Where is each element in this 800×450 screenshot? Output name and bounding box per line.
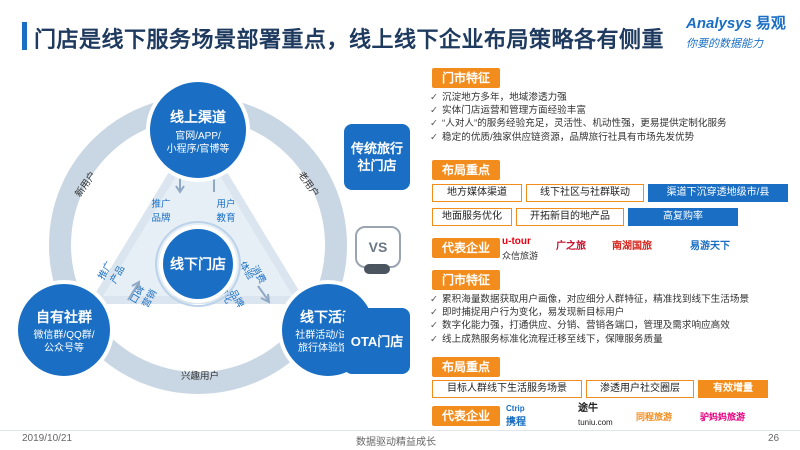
check-icon: ✓: [430, 320, 439, 332]
ota-feature-item: ✓数字化能力强，打通供应、分销、营销各端口，管理及需求响应高效: [430, 320, 730, 332]
check-icon: ✓: [430, 92, 439, 103]
gamepad-icon: [364, 264, 390, 274]
tongcheng-logo: 同程旅游: [636, 412, 673, 422]
ota-feature-tag: 门市特征: [432, 270, 501, 290]
trad-feature-item: ✓稳定的优质/独家供应链资源，品牌旅行社具有市场先发优势: [430, 131, 695, 143]
trad-rep-tag: 代表企业: [432, 238, 501, 258]
logo-cn-text: 易观: [755, 15, 786, 32]
ota-layout-step: 渗透用户社交圈层: [586, 380, 694, 398]
arrow-left: [127, 280, 140, 301]
trad-layout-step: 开拓新目的地产品: [516, 208, 624, 226]
center-node: [159, 225, 237, 303]
node-events-title: 线下活动: [300, 309, 356, 325]
node-online-sub-2: 小程序/官博等: [167, 142, 230, 155]
trad-layout-step: 线下社区与社群联动: [526, 184, 644, 202]
check-icon: ✓: [430, 333, 439, 345]
footer-date: 2019/10/21: [22, 433, 73, 444]
yiyou-logo: 易游天下: [690, 241, 730, 252]
ota-feature-list: ✓累积海量数据获取用户画像，对应细分人群特征，精准找到线下生活场景 ✓即时捕捉用…: [430, 293, 796, 346]
node-community-sub-2: 公众号等: [44, 341, 84, 354]
footer-slogan: 数据驱动精益成长: [356, 437, 436, 448]
traditional-label-line1: 传统旅行: [350, 141, 403, 156]
check-icon: ✓: [430, 131, 439, 143]
node-online-sub-1: 官网/APP/: [175, 129, 221, 142]
trad-feature-list: ✓沉淀地方多年，地域渗透力强 ✓实体门店运营和管理方面经验丰富 ✓“人对人”的服…: [430, 91, 796, 144]
trad-feature-item: ✓实体门店运营和管理方面经验丰富: [430, 105, 586, 117]
ota-feature-item: ✓累积海量数据获取用户画像，对应细分人群特征，精准找到线下生活场景: [430, 294, 750, 305]
lvmama-logo: 驴妈妈旅游: [700, 412, 746, 422]
node-online-title: 线上渠道: [170, 109, 226, 125]
ota-layout-step: 有效增量: [698, 380, 768, 398]
trad-layout-step: 地面服务优化: [432, 208, 512, 226]
node-community-sub-1: 微信群/QQ群/: [33, 328, 94, 341]
traditional-agency-label: 传统旅行社门店: [344, 124, 410, 190]
title-accent-bar: [22, 22, 27, 50]
ota-feature-item: ✓线上成熟服务标准化流程迁移至线下，保障服务质量: [430, 333, 663, 345]
trad-layout-step: 高复购率: [628, 208, 738, 226]
inner-label-tl-2: 品牌: [151, 212, 171, 224]
trad-layout-step: 渠道下沉穿透地级市/县: [648, 184, 788, 202]
logo-slogan: 你要的数据能力: [686, 38, 763, 50]
check-icon: ✓: [430, 294, 439, 305]
inner-label-tr-2: 教育: [216, 212, 235, 224]
gzl-logo: 广之旅: [556, 241, 586, 252]
vs-badge: VS: [355, 226, 401, 268]
offline-store-cycle-diagram: 新用户 老用户 兴趣用户 推广 品牌 用户 教育 推广 产品 口碑 营销 体验 …: [14, 78, 378, 394]
node-community-title: 自有社群: [36, 309, 92, 325]
inner-label-tl-1: 推广: [151, 198, 170, 210]
footer-divider: [0, 430, 800, 431]
ota-layout-step: 目标人群线下生活服务场景: [432, 380, 582, 398]
ota-layout-tag: 布局重点: [432, 357, 501, 377]
arrow-right: [257, 285, 271, 304]
trad-feature-item: ✓沉淀地方多年，地域渗透力强: [430, 92, 567, 103]
ota-rep-tag: 代表企业: [432, 406, 501, 426]
node-online-channels: [146, 78, 250, 182]
page-title: 门店是线下服务场景部署重点，线上线下企业布局策略各有侧重: [34, 27, 665, 52]
logo-main-text: Analysys: [686, 15, 752, 32]
check-icon: ✓: [430, 307, 439, 319]
trad-layout-tag: 布局重点: [432, 160, 501, 180]
check-icon: ✓: [430, 105, 439, 117]
ota-store-label: OTA门店: [344, 308, 410, 374]
trad-layout-step: 地方媒体渠道: [432, 184, 522, 202]
trad-feature-tag: 门市特征: [432, 68, 501, 88]
interest-users-label: 兴趣用户: [181, 370, 219, 382]
trad-feature-item: ✓“人对人”的服务经验充足，灵活性、机动性强，更易提供定制化服务: [430, 118, 727, 130]
check-icon: ✓: [430, 118, 439, 130]
center-node-label: 线下门店: [170, 256, 226, 272]
ota-feature-item: ✓即时捕捉用户行为变化，易发现新目标用户: [430, 307, 625, 319]
page-number: 26: [768, 433, 780, 444]
nanhu-logo: 南湖国旅: [612, 241, 652, 252]
inner-label-tr-1: 用户: [216, 198, 235, 210]
node-own-community: [14, 280, 114, 380]
node-events-sub-2: 旅行体验馆等: [298, 341, 358, 354]
traditional-label-line2: 社门店: [357, 158, 397, 173]
